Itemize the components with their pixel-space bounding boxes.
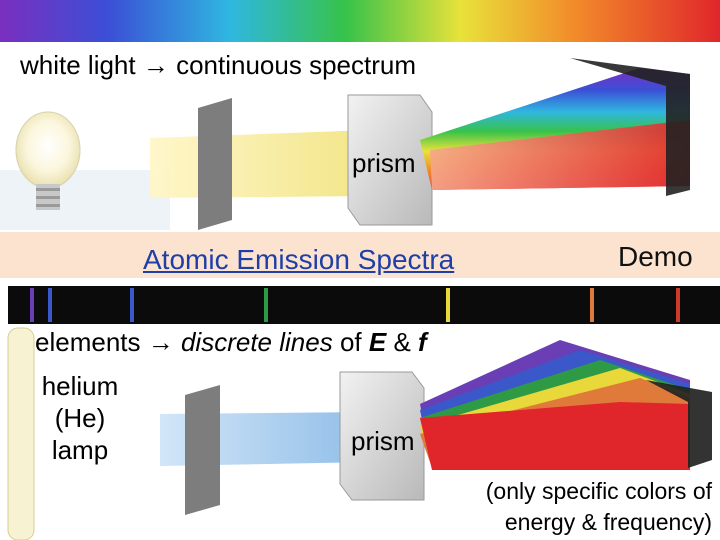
prism-bottom-icon — [339, 371, 425, 501]
lamp-label-line1: helium — [41, 371, 119, 401]
prism-label-top: prism — [352, 148, 416, 178]
headline-white-light: white light — [20, 50, 136, 80]
emission-line — [446, 288, 450, 322]
slit-plate-bottom — [185, 385, 220, 515]
arrow-icon: → — [147, 327, 174, 357]
caption-line2: energy & frequency) — [504, 509, 712, 535]
continuous-spectrum-strip — [0, 0, 720, 42]
headline-energy-symbol: E — [368, 327, 387, 357]
lamp-label-line3: lamp — [51, 435, 109, 465]
slit-plate-top — [198, 98, 232, 230]
headline-frequency-symbol: f — [418, 327, 427, 357]
discrete-bands-fan — [420, 340, 690, 470]
emission-line — [676, 288, 680, 322]
caption-line1: (only specific colors of — [485, 478, 712, 504]
screen-bottom — [646, 380, 712, 468]
headline-of: of — [339, 327, 362, 357]
demo-link[interactable]: Demo — [618, 241, 693, 272]
emission-line — [130, 288, 134, 322]
headline-continuous: white light → continuous spectrum — [20, 50, 416, 81]
headline-discrete: elements → discrete lines of E & f — [35, 327, 427, 358]
emission-line — [264, 288, 268, 322]
prism-top-icon — [347, 94, 433, 226]
headline-ampersand: & — [393, 327, 411, 357]
headline-continuous-spectrum: continuous spectrum — [176, 50, 416, 80]
caption: (only specific colors of energy & freque… — [486, 476, 712, 538]
white-light-beam — [150, 130, 372, 198]
emission-line — [30, 288, 34, 322]
emission-lines — [30, 288, 680, 322]
arrow-icon: → — [142, 50, 169, 80]
lamp-label: helium (He) lamp — [30, 370, 130, 466]
prism-label-bottom: prism — [351, 426, 415, 456]
lamp-label-line2: (He) — [54, 403, 106, 433]
screen-top — [570, 58, 690, 196]
title-link[interactable]: Atomic Emission Spectra — [143, 244, 455, 275]
emission-line — [590, 288, 594, 322]
light-bulb-icon — [0, 111, 170, 230]
title-bar — [0, 232, 720, 278]
headline-discrete-lines: discrete lines — [180, 327, 333, 357]
helium-lamp-icon — [7, 327, 35, 540]
headline-elements: elements — [35, 327, 141, 357]
emission-line — [48, 288, 52, 322]
emission-lines-strip — [8, 286, 720, 324]
